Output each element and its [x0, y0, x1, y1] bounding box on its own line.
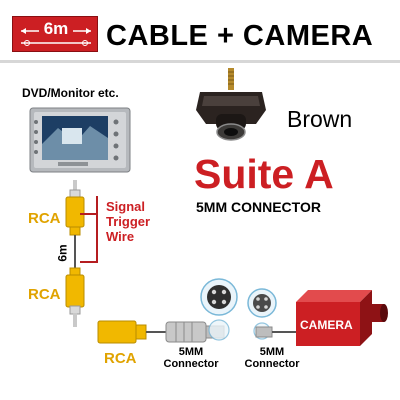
rca-label-middle: RCA — [28, 286, 61, 303]
cable-length-marker: 6m — [55, 244, 70, 262]
dvd-monitor-image — [29, 107, 131, 173]
connector-left-label-line2: Connector — [163, 358, 219, 370]
camera-box-red — [296, 290, 388, 346]
monitor-label: DVD/Monitor etc. — [22, 86, 119, 100]
rca-plug-top — [65, 180, 85, 236]
header-divider — [0, 60, 400, 63]
cable-length-badge: 6m — [12, 16, 98, 52]
rca-plug-bottom — [97, 320, 147, 344]
cable-length-label: 6m — [43, 19, 69, 38]
suite-subtitle: 5MM CONNECTOR — [196, 199, 321, 215]
connector-right-label: 5MM Connector — [244, 346, 300, 370]
brown-camera-image — [196, 68, 266, 141]
signal-trigger-wire-label: Signal Trigger Wire — [106, 199, 151, 244]
connector-right-label-line2: Connector — [244, 358, 300, 370]
suite-title: Suite A — [194, 151, 334, 197]
connector-right-label-line1: 5MM — [259, 346, 285, 358]
connector-left-label: 5MM Connector — [163, 346, 219, 370]
connector-left-face — [200, 278, 238, 341]
camera-color-label: Brown — [287, 106, 353, 132]
rca-label-top: RCA — [28, 210, 61, 227]
page-title: CABLE + CAMERA — [106, 20, 374, 52]
connector-left-label-line1: 5MM — [178, 346, 204, 358]
rca-label-bottom: RCA — [104, 350, 137, 367]
rca-plug-middle — [65, 267, 85, 327]
camera-box-label: CAMERA — [300, 318, 353, 332]
length-arrows-icon — [21, 28, 91, 46]
